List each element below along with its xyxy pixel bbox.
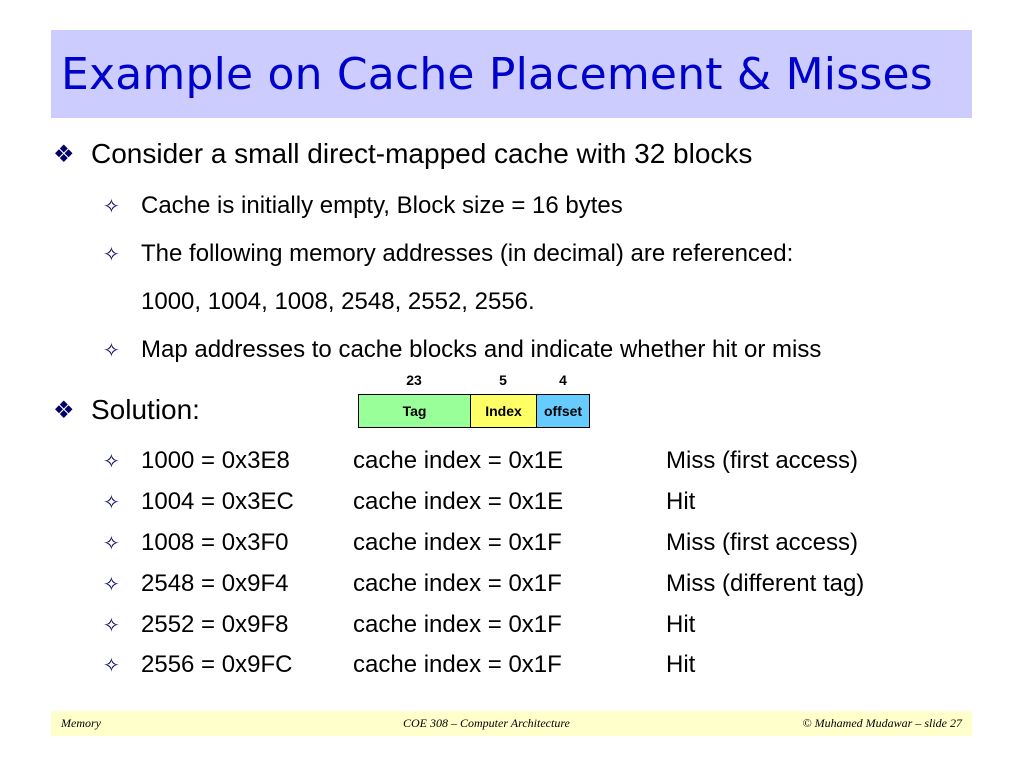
diamond-bullet-icon: ❖ xyxy=(53,140,75,168)
footer-section: Memory xyxy=(61,716,101,730)
slide-footer: Memory COE 308 – Computer Architecture ©… xyxy=(51,711,972,736)
star-bullet-icon: ✧ xyxy=(103,450,120,473)
bullet-text: Solution: xyxy=(91,394,200,425)
row-address: 1008 = 0x3F0 xyxy=(141,529,289,556)
sub-bullet-map: ✧ Map addresses to cache blocks and indi… xyxy=(103,336,821,364)
row-index: cache index = 0x1F xyxy=(353,611,562,638)
row-address: 2548 = 0x9F4 xyxy=(141,570,289,597)
row-address: 2552 = 0x9F8 xyxy=(141,611,289,638)
star-bullet-icon: ✧ xyxy=(103,339,120,362)
row-result: Hit xyxy=(666,488,696,515)
bullet-solution: ❖ Solution: xyxy=(53,394,200,426)
footer-slide-number: © Muhamed Mudawar – slide 27 xyxy=(802,716,962,730)
row-index: cache index = 0x1F xyxy=(353,570,562,597)
row-address: 2556 = 0x9FC xyxy=(141,651,293,678)
row-index: cache index = 0x1E xyxy=(353,488,564,515)
title-bar: Example on Cache Placement & Misses xyxy=(51,30,972,118)
row-result: Miss (first access) xyxy=(666,529,858,556)
row-address: 1004 = 0x3EC xyxy=(141,488,294,515)
offset-bits-label: 4 xyxy=(559,372,567,388)
star-bullet-icon: ✧ xyxy=(103,532,120,555)
sub-bullet-addresses: ✧ The following memory addresses (in dec… xyxy=(103,240,793,268)
address-field-diagram: 23 5 4 Tag Index offset xyxy=(358,372,590,430)
address-list: 1000, 1004, 1008, 2548, 2552, 2556. xyxy=(141,288,535,315)
row-result: Miss (different tag) xyxy=(666,570,865,597)
star-bullet-icon: ✧ xyxy=(103,195,120,218)
index-bits-label: 5 xyxy=(499,372,507,388)
footer-course: COE 308 – Computer Architecture xyxy=(403,716,570,730)
tag-bits-label: 23 xyxy=(406,372,422,388)
solution-row: ✧ 1008 = 0x3F0 cache index = 0x1F Miss (… xyxy=(103,529,858,557)
slide-title: Example on Cache Placement & Misses xyxy=(61,48,933,100)
row-result: Miss (first access) xyxy=(666,447,858,474)
bullet-consider: ❖ Consider a small direct-mapped cache w… xyxy=(53,138,752,170)
sub-bullet-text: Map addresses to cache blocks and indica… xyxy=(141,336,822,363)
index-field: Index xyxy=(470,394,537,428)
star-bullet-icon: ✧ xyxy=(103,243,120,266)
solution-row: ✧ 2556 = 0x9FC cache index = 0x1F Hit xyxy=(103,651,695,679)
row-index: cache index = 0x1F xyxy=(353,529,562,556)
row-index: cache index = 0x1E xyxy=(353,447,564,474)
sub-bullet-text: The following memory addresses (in decim… xyxy=(141,240,794,267)
solution-row: ✧ 2548 = 0x9F4 cache index = 0x1F Miss (… xyxy=(103,570,864,598)
solution-row: ✧ 2552 = 0x9F8 cache index = 0x1F Hit xyxy=(103,611,695,639)
offset-field: offset xyxy=(536,394,590,428)
star-bullet-icon: ✧ xyxy=(103,654,120,677)
row-result: Hit xyxy=(666,651,696,678)
sub-bullet-cache-empty: ✧ Cache is initially empty, Block size =… xyxy=(103,192,623,220)
row-address: 1000 = 0x3E8 xyxy=(141,447,290,474)
solution-row: ✧ 1000 = 0x3E8 cache index = 0x1E Miss (… xyxy=(103,447,858,475)
tag-field: Tag xyxy=(358,394,471,428)
diamond-bullet-icon: ❖ xyxy=(53,396,75,424)
star-bullet-icon: ✧ xyxy=(103,614,120,637)
solution-row: ✧ 1004 = 0x3EC cache index = 0x1E Hit xyxy=(103,488,695,516)
row-index: cache index = 0x1F xyxy=(353,651,562,678)
row-result: Hit xyxy=(666,611,696,638)
bullet-text: Consider a small direct-mapped cache wit… xyxy=(91,138,753,169)
star-bullet-icon: ✧ xyxy=(103,573,120,596)
star-bullet-icon: ✧ xyxy=(103,491,120,514)
sub-bullet-text: Cache is initially empty, Block size = 1… xyxy=(141,192,623,219)
